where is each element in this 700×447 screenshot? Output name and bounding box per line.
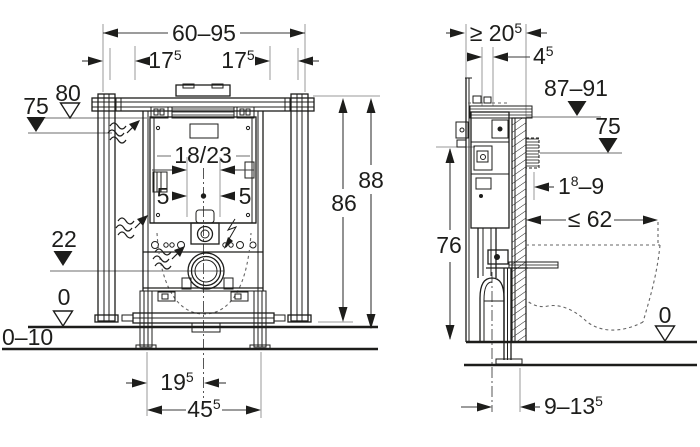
side-level-75-label: 75 [595,113,621,139]
wall-bracket [455,121,469,139]
cistern [143,106,263,253]
dim-plate-height-label: 87–91 [544,75,608,101]
level-0-label: 0 [58,284,71,310]
floor-range-label: 0–10 [2,324,53,350]
dim-height-86-label: 86 [331,190,357,216]
level-80-label: 80 [55,80,81,106]
cistern-profile [470,111,510,229]
hose-zigzag [226,218,238,240]
dim-height-76-label: 76 [436,232,462,258]
side-frame [455,77,697,367]
inner-squiggle [152,245,186,270]
dim-offset-left-label: 175 [148,47,182,73]
dim-foot-spacing-label: 455 [187,396,221,422]
dim-bowl-depth-label: ≤ 62 [568,206,613,232]
threaded-rod [508,261,559,269]
dim-profile-depth-label: 45 [533,43,554,69]
inspection-window [189,123,219,139]
dim-offset-right-label: 175 [221,47,255,73]
side-dimensions: ≥ 205 45 87–91 75 18–9 ≤ 62 [436,20,676,419]
dim-lining-thickness-label: 18–9 [558,173,604,199]
flush-plate-grille [171,106,235,119]
front-base [2,287,378,351]
top-bracket [175,84,231,97]
dim-depth-min-label: ≥ 205 [470,20,523,46]
dim-plate-cutout-label: 18/23 [174,142,232,168]
water-connection-squiggle [107,119,141,144]
front-extension-lines [28,24,380,418]
toilet-bowl-outline [525,244,661,331]
dim-height-88-label: 88 [358,167,384,193]
swing-arc [156,232,252,315]
flush-plate-range [525,137,540,169]
level-22-label: 22 [51,226,77,252]
side-level-0-label: 0 [659,302,672,328]
wall-lining [511,117,527,343]
dim-five-left-label: 5 [157,183,170,209]
outlet [156,232,252,315]
side-view: ≥ 205 45 87–91 75 18–9 ≤ 62 [436,20,697,419]
dim-overall-width-label: 60–95 [172,20,236,46]
dim-foot-offset-label: 195 [160,369,194,395]
front-view: 60–95 175 175 80 75 18/23 5 [2,20,384,422]
front-dimensions: 60–95 175 175 80 75 18/23 5 [2,20,384,422]
level-75-label: 75 [23,93,49,119]
dim-five-right-label: 5 [239,183,252,209]
dim-outlet-offset-label: 9–135 [544,393,603,419]
leg-foot [495,358,523,365]
